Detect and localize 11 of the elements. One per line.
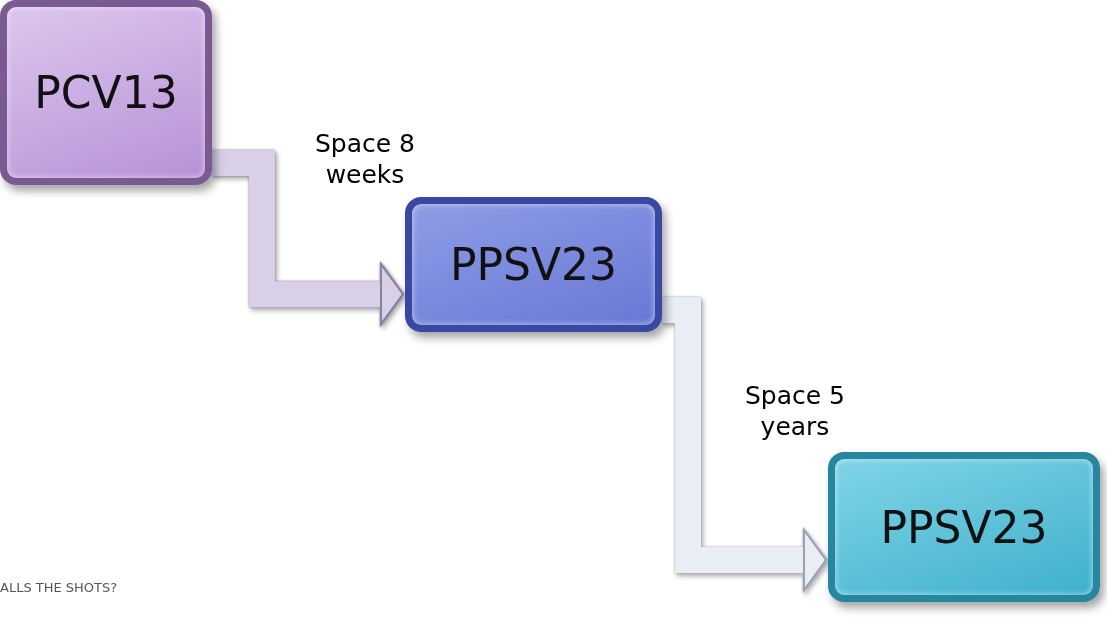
step-box [405,197,662,332]
step-box [828,452,1100,602]
bent-arrow [212,150,404,326]
step-box [0,0,212,185]
edge-label: Space 5 years [743,380,846,443]
step-name: PCV13 [34,67,178,118]
footer-text: ALLS THE SHOTS? [0,580,118,595]
bent-arrow [662,297,827,591]
step-name: PPSV23 [449,239,618,290]
step-name: PPSV23 [880,501,1048,553]
edge-label: Space 8 weeks [313,128,416,191]
